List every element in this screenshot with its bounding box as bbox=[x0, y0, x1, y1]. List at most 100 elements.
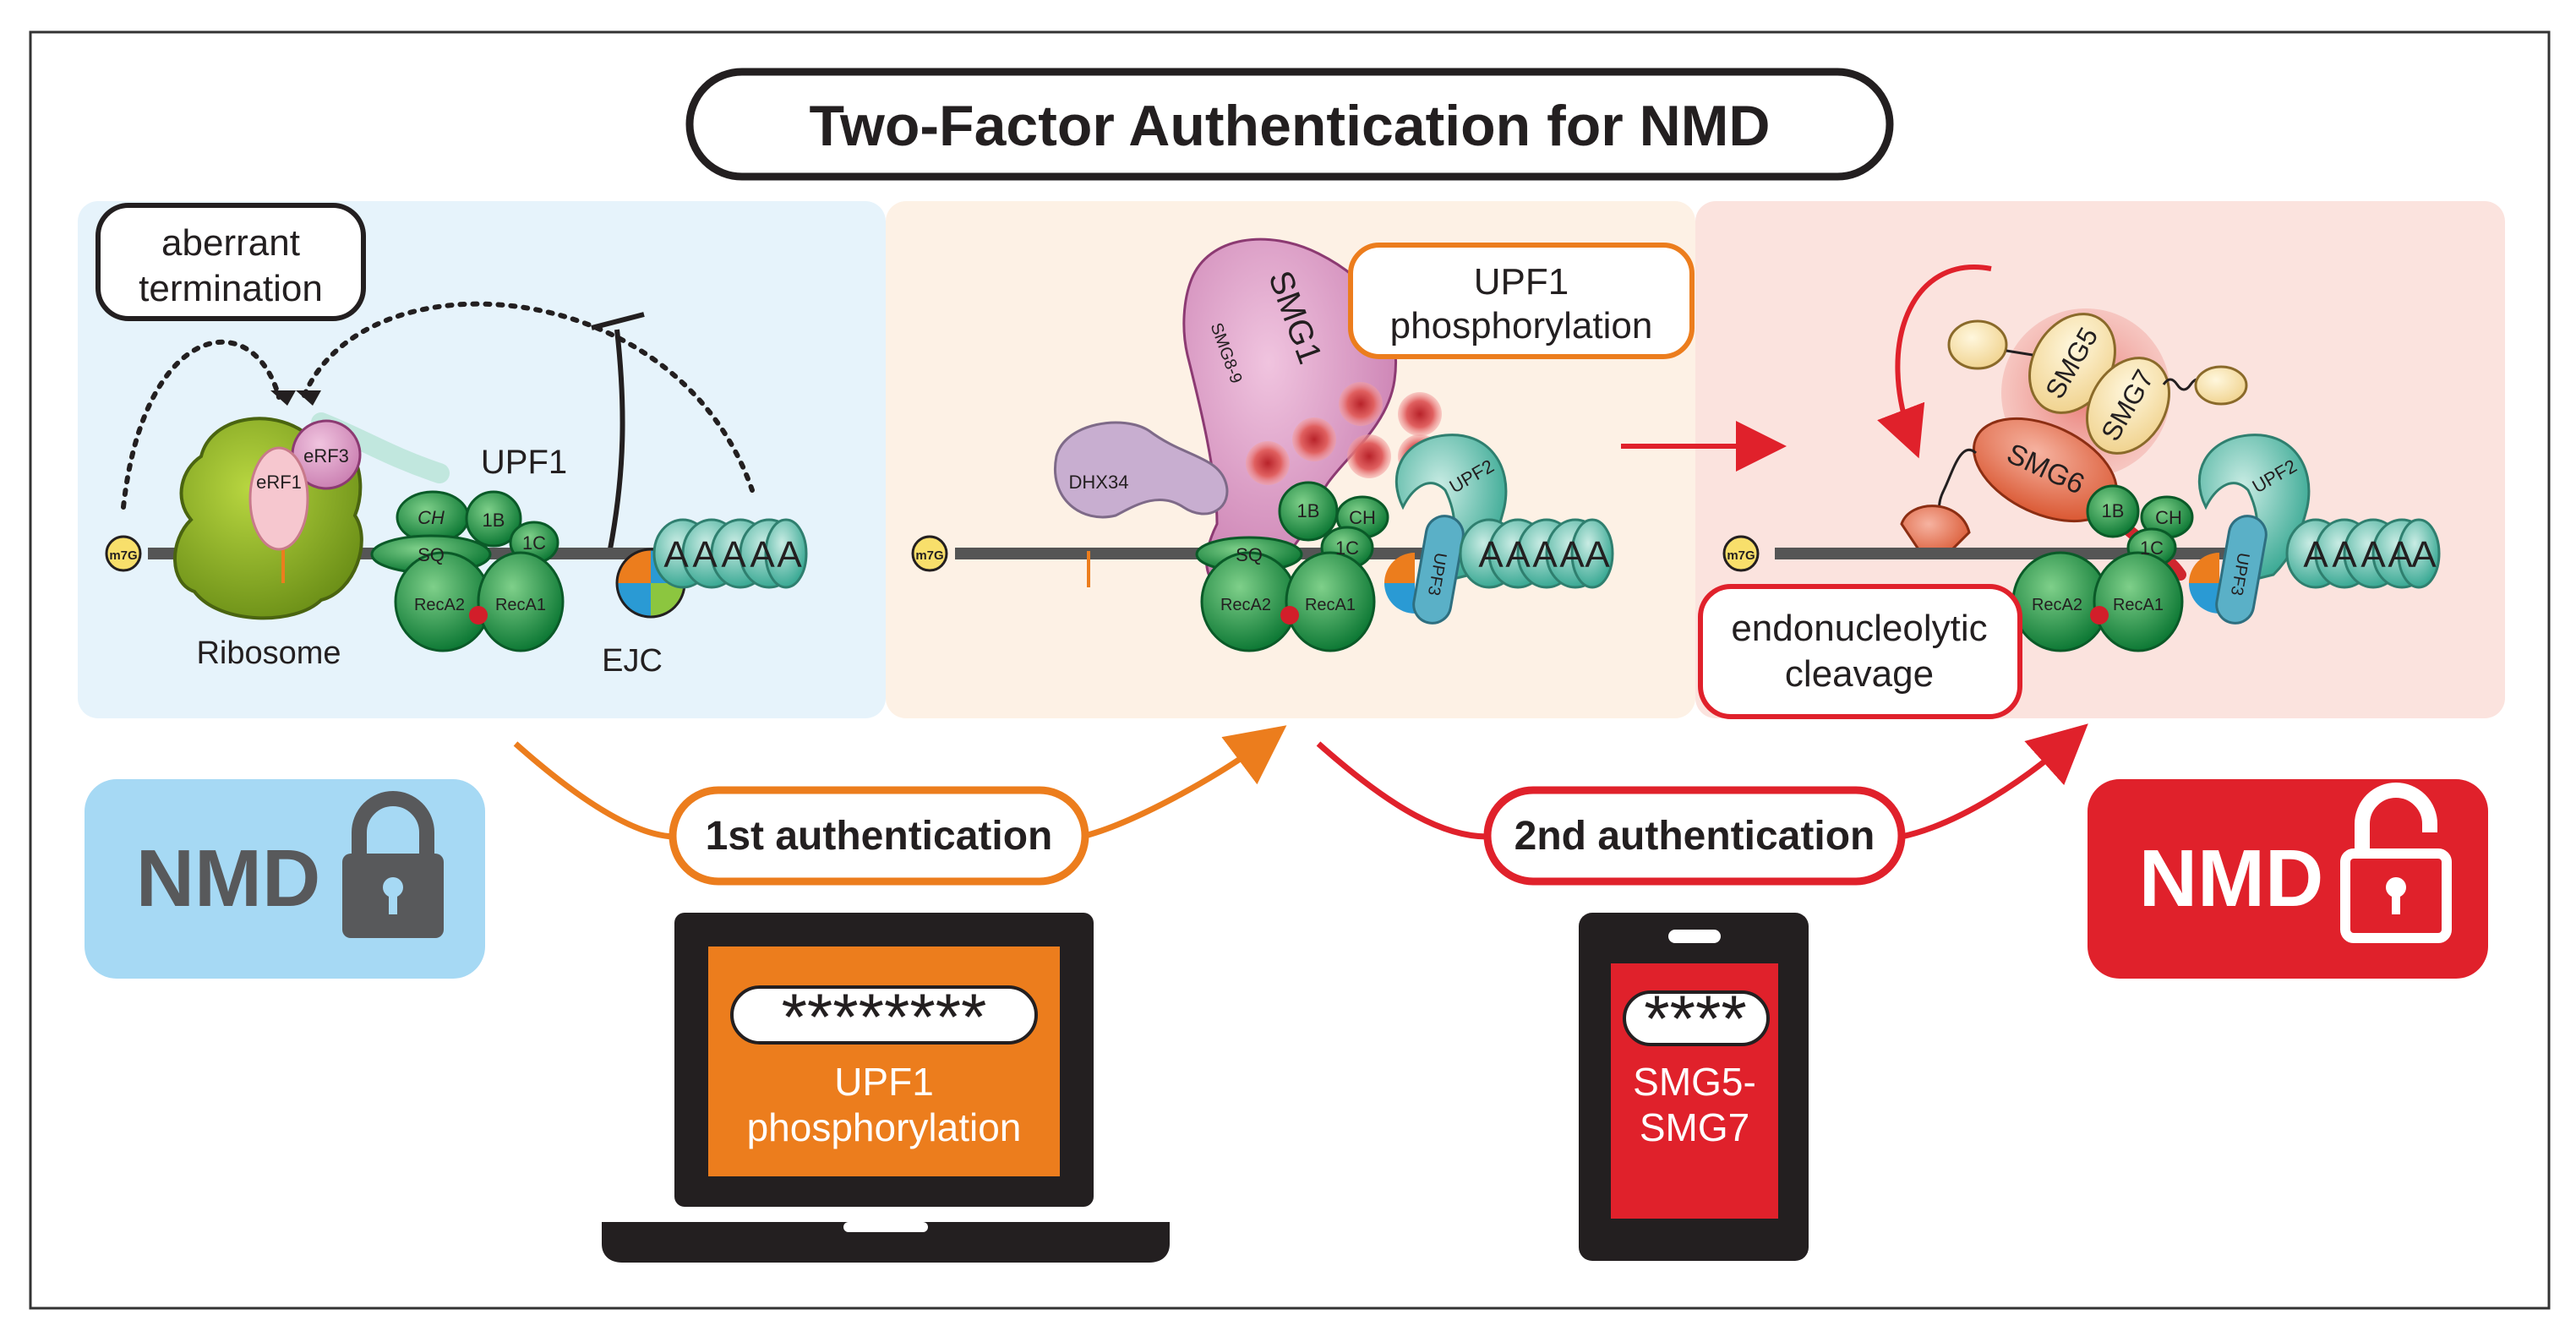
polya-tail: A A A A A bbox=[1459, 518, 1614, 589]
curved-arrow bbox=[1877, 265, 1992, 459]
svg-text:UPF1: UPF1 bbox=[834, 1060, 934, 1104]
svg-text:phosphorylation: phosphorylation bbox=[747, 1105, 1022, 1149]
svg-text:A: A bbox=[2411, 534, 2437, 576]
svg-text:A: A bbox=[777, 534, 802, 576]
inhibition-line bbox=[606, 329, 625, 559]
svg-text:termination: termination bbox=[139, 268, 323, 309]
svg-text:SMG7: SMG7 bbox=[1640, 1105, 1749, 1149]
auth2-pill: 2nd authentication bbox=[1483, 786, 1906, 886]
smg7-protein bbox=[2086, 357, 2170, 455]
ejc-complex bbox=[1384, 553, 1415, 614]
svg-text:UPF1: UPF1 bbox=[1474, 261, 1569, 303]
polya-tail: A A A A A bbox=[652, 518, 808, 589]
svg-text:1B: 1B bbox=[1297, 500, 1320, 521]
ribosome-label: Ribosome bbox=[196, 636, 341, 671]
laptop-device: ******** UPF1 phosphorylation bbox=[602, 913, 1170, 1263]
nmd-unlocked-badge: NMD bbox=[2088, 779, 2488, 979]
svg-text:********: ******** bbox=[782, 979, 987, 1054]
svg-text:A: A bbox=[1532, 534, 1558, 576]
ejc-complex bbox=[2189, 553, 2219, 614]
upf1-phosphorylation-bubble: UPF1 phosphorylation bbox=[1348, 243, 1695, 359]
svg-text:RecA1: RecA1 bbox=[2113, 596, 2164, 614]
lock-closed-icon bbox=[342, 791, 444, 938]
upf3-protein bbox=[1412, 515, 1465, 625]
svg-text:1B: 1B bbox=[2102, 500, 2125, 521]
svg-text:2nd authentication: 2nd authentication bbox=[1514, 814, 1875, 859]
svg-text:eRF3: eRF3 bbox=[303, 445, 349, 466]
svg-text:1C: 1C bbox=[1335, 537, 1359, 559]
panel-3: SMG5 SMG7 SMG6 m7G 1B CH 1C RecA2 RecA1 bbox=[1698, 265, 2441, 719]
page-title: Two-Factor Authentication for NMD bbox=[809, 94, 1770, 158]
arrowhead-icon bbox=[296, 390, 321, 406]
svg-text:RecA2: RecA2 bbox=[1220, 596, 1271, 614]
svg-text:m7G: m7G bbox=[1727, 548, 1755, 563]
auth2-arrow bbox=[1901, 723, 2088, 840]
phone-device: **** SMG5- SMG7 bbox=[1579, 913, 1809, 1261]
phone-password-field bbox=[1623, 990, 1770, 1046]
smg7-domain bbox=[2194, 365, 2248, 406]
svg-text:RecA1: RecA1 bbox=[1305, 596, 1356, 614]
auth1-arrow bbox=[1081, 725, 1287, 840]
inhibition-bar bbox=[591, 312, 645, 330]
svg-text:SMG5-: SMG5- bbox=[1633, 1060, 1756, 1104]
svg-text:A: A bbox=[1505, 534, 1531, 576]
upf1-protein: CH 1B 1C SQ RecA2 RecA1 bbox=[370, 490, 565, 652]
upf1-label: UPF1 bbox=[481, 444, 567, 481]
svg-text:aberrant: aberrant bbox=[161, 222, 300, 264]
svg-text:A: A bbox=[1585, 534, 1610, 576]
erf1-protein bbox=[248, 446, 309, 551]
cap-icon bbox=[105, 535, 142, 572]
ejc-label: EJC bbox=[602, 643, 663, 679]
svg-text:SQ: SQ bbox=[418, 544, 445, 565]
svg-text:1B: 1B bbox=[483, 510, 505, 531]
svg-text:A: A bbox=[2360, 534, 2386, 576]
svg-text:RecA2: RecA2 bbox=[2032, 596, 2082, 614]
dotted-arrow-right bbox=[302, 301, 755, 493]
cap-icon bbox=[911, 535, 948, 572]
svg-text:m7G: m7G bbox=[109, 548, 137, 563]
upf3-protein bbox=[2215, 515, 2268, 625]
svg-text:NMD: NMD bbox=[136, 833, 321, 924]
svg-text:cleavage: cleavage bbox=[1785, 653, 1934, 695]
svg-text:RecA2: RecA2 bbox=[414, 596, 465, 614]
svg-text:endonucleolytic: endonucleolytic bbox=[1731, 608, 1987, 649]
svg-text:DHX34: DHX34 bbox=[1069, 472, 1129, 493]
smg6-pin-domain bbox=[1900, 505, 1971, 559]
auth1-pill: 1st authentication bbox=[669, 786, 1089, 886]
svg-text:A: A bbox=[1478, 534, 1504, 576]
dotted-arrow-left bbox=[121, 339, 281, 510]
polya-tail: A A A A A bbox=[2285, 518, 2441, 589]
svg-text:A: A bbox=[750, 534, 775, 576]
svg-text:NMD: NMD bbox=[2139, 833, 2324, 924]
arrowhead-icon bbox=[270, 390, 296, 406]
lock-open-icon bbox=[2340, 783, 2452, 943]
svg-text:SQ: SQ bbox=[1236, 544, 1263, 565]
svg-text:A: A bbox=[2332, 534, 2357, 576]
svg-text:A: A bbox=[692, 534, 718, 576]
panel-2: SMG1 SMG8-9 DHX34 UPF1 phosphorylation m… bbox=[911, 237, 1695, 652]
svg-text:1C: 1C bbox=[522, 532, 546, 554]
laptop-base bbox=[602, 1222, 1170, 1263]
svg-text:A: A bbox=[721, 534, 746, 576]
svg-text:****: **** bbox=[1644, 981, 1746, 1056]
aberrant-termination-bubble: aberrant termination bbox=[96, 203, 366, 321]
smg5-domain bbox=[1947, 319, 2008, 370]
svg-text:A: A bbox=[2303, 534, 2328, 576]
upf1-protein: 1B CH 1C SQ RecA2 RecA1 bbox=[1195, 481, 1389, 652]
svg-text:A: A bbox=[663, 534, 689, 576]
panel-1: aberrant termination m7G eRF3 eRF1 bbox=[96, 203, 808, 679]
svg-text:phosphorylation: phosphorylation bbox=[1390, 305, 1653, 346]
svg-text:A: A bbox=[2388, 534, 2413, 576]
endonucleolytic-cleavage-bubble: endonucleolytic cleavage bbox=[1698, 584, 2022, 719]
upf1-protein: 1B CH 1C RecA2 RecA1 bbox=[2011, 484, 2194, 652]
laptop-password-field bbox=[730, 985, 1038, 1045]
dhx34-protein bbox=[1054, 421, 1229, 519]
laptop-screen bbox=[708, 946, 1060, 1176]
svg-text:CH: CH bbox=[2155, 507, 2182, 528]
svg-text:1st authentication: 1st authentication bbox=[706, 814, 1053, 859]
svg-text:1C: 1C bbox=[2140, 537, 2164, 559]
svg-text:eRF1: eRF1 bbox=[256, 472, 302, 493]
svg-text:RecA1: RecA1 bbox=[495, 596, 546, 614]
